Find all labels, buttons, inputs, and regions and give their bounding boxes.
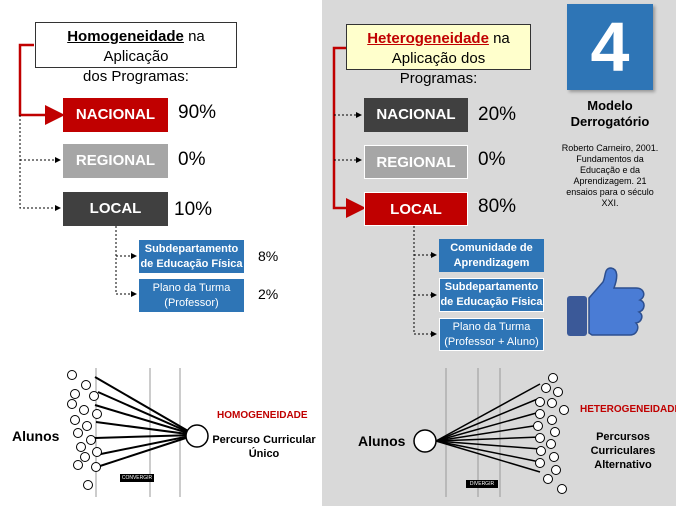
citation: Roberto Carneiro, 2001. Fundamentos da E… (561, 143, 659, 208)
right-title-emphasis: Heterogeneidade (367, 30, 489, 47)
right-pct-regional: 0% (478, 149, 506, 170)
right-level-local: LOCAL (364, 192, 468, 226)
right-title-box: Heterogeneidade na Aplicação dos Program… (346, 24, 531, 87)
left-pct-nacional: 90% (178, 102, 217, 123)
right-sub-comunidade: Comunidade de Aprendizagem (439, 239, 544, 272)
model-number-badge: 4 (567, 4, 653, 90)
right-divergence-diagram (413, 368, 569, 497)
left-level-regional: REGIONAL (63, 144, 168, 178)
right-alunos-label: Alunos (358, 433, 406, 449)
left-title-part1: na Aplicação (103, 28, 205, 65)
right-pct-nacional: 20% (478, 104, 517, 125)
right-sub-plano-turma: Plano da Turma (Professor + Aluno) (439, 318, 544, 351)
model-number: 4 (590, 8, 630, 86)
right-title-part2: Aplicação dos Programas: (391, 50, 486, 87)
left-result-label: Percurso Curricular Único (212, 434, 316, 460)
left-sub-subdepartamento: Subdepartamento de Educação Física (139, 240, 244, 273)
left-sub-pct-1: 8% (258, 248, 279, 264)
model-title: Modelo Derrogatório (570, 98, 650, 129)
left-sub-plano-turma: Plano da Turma (Professor) (139, 279, 244, 312)
right-divergir-label: DIVERGIR (469, 481, 495, 487)
left-level-nacional: NACIONAL (63, 98, 168, 132)
left-alunos-label: Alunos (12, 428, 60, 444)
right-heterogeneidade-tag: HETEROGENEIDADE (580, 404, 676, 415)
left-level-local: LOCAL (63, 192, 168, 226)
left-sub-pct-2: 2% (258, 286, 279, 302)
left-title-emphasis: Homogeneidade (67, 28, 184, 45)
left-pct-regional: 0% (178, 149, 206, 170)
left-homogeneidade-tag: HOMOGENEIDADE (217, 410, 308, 421)
right-sub-subdepartamento: Subdepartamento de Educação Física (439, 278, 544, 312)
right-level-regional: REGIONAL (364, 145, 468, 179)
left-pct-local: 10% (174, 199, 213, 220)
left-convergir-label: CONVERGIR (121, 475, 153, 481)
right-level-nacional: NACIONAL (364, 98, 468, 132)
right-pct-local: 80% (478, 196, 517, 217)
left-convergence-diagram (67, 368, 209, 497)
left-title-part2: dos Programas: (83, 68, 189, 85)
right-result-label: Percursos Curriculares Alternativo (590, 431, 656, 471)
left-title-box: Homogeneidade na Aplicação dos Programas… (35, 22, 237, 85)
right-title-part1: na (488, 30, 510, 47)
